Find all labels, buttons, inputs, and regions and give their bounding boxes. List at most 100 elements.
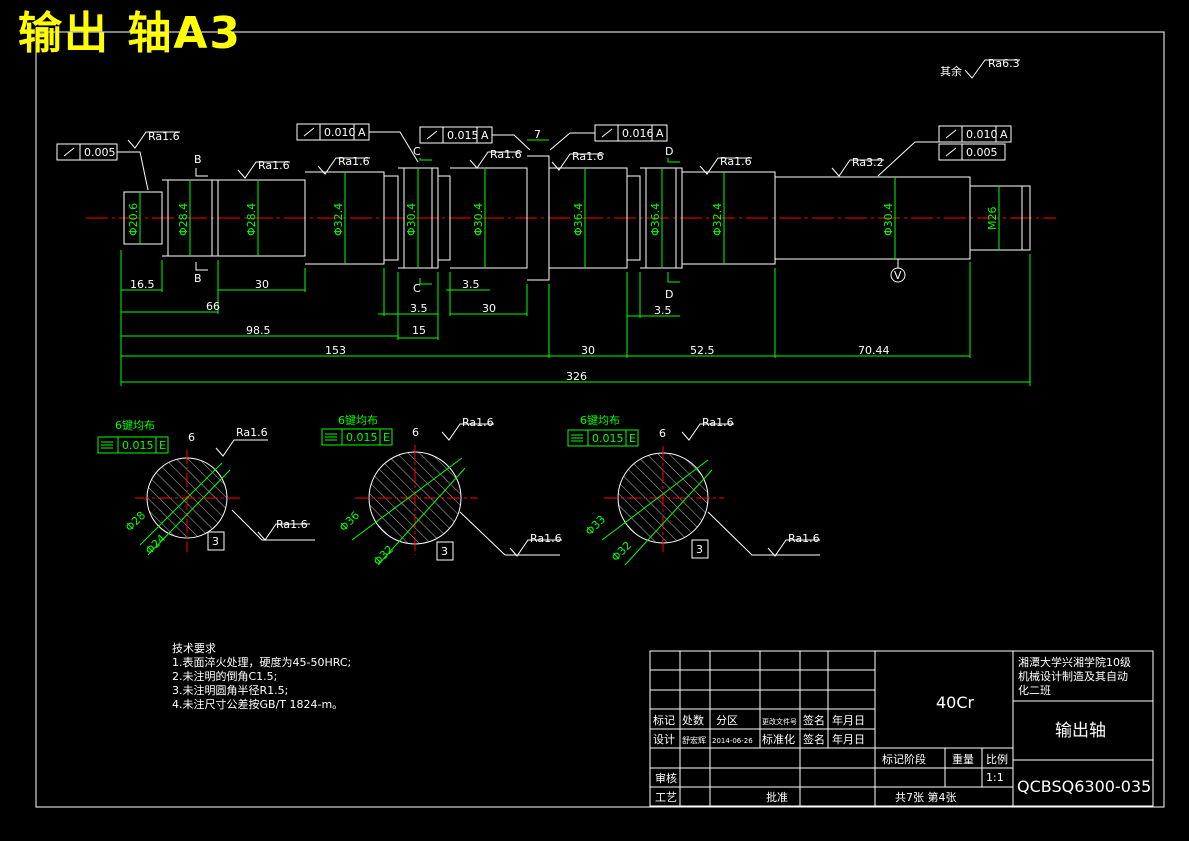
- svg-text:153: 153: [325, 344, 346, 357]
- svg-text:326: 326: [566, 370, 587, 383]
- svg-text:15: 15: [412, 324, 426, 337]
- svg-text:M26: M26: [986, 207, 999, 231]
- spline-section-1: 6键均布 0.015 E 6 Ra1.6 Φ28 Φ24 Ra1.6 3: [97, 418, 315, 557]
- svg-text:0.015: 0.015: [122, 439, 154, 452]
- svg-text:Ra1.6: Ra1.6: [530, 532, 562, 545]
- svg-text:设计: 设计: [653, 733, 675, 746]
- tolerance-frame-4: 0.016 A: [549, 124, 668, 151]
- svg-text:批准: 批准: [766, 790, 788, 804]
- svg-text:机械设计制造及其自动: 机械设计制造及其自动: [1018, 669, 1128, 683]
- svg-text:0.005: 0.005: [84, 146, 116, 159]
- svg-text:D: D: [665, 288, 673, 301]
- svg-text:0.016: 0.016: [622, 127, 654, 140]
- svg-text:1.表面淬火处理，硬度为45-50HRC;: 1.表面淬火处理，硬度为45-50HRC;: [172, 655, 351, 669]
- roughness-main-6: Ra1.6: [699, 155, 752, 175]
- svg-text:V: V: [894, 269, 902, 282]
- tolerance-frame-3: 0.015 A: [419, 126, 531, 151]
- title-block: [649, 650, 1154, 807]
- svg-text:2.未注明的倒角C1.5;: 2.未注明的倒角C1.5;: [172, 669, 277, 683]
- svg-text:QCBSQ6300-035: QCBSQ6300-035: [1017, 777, 1151, 796]
- svg-text:6键均布: 6键均布: [115, 418, 155, 432]
- shaft-outline: [123, 155, 1031, 281]
- tolerance-frame-5: 0.010 A: [938, 125, 1012, 143]
- svg-text:其余: 其余: [940, 64, 962, 78]
- svg-text:Ra3.2: Ra3.2: [852, 156, 884, 169]
- svg-text:Ra1.6: Ra1.6: [490, 148, 522, 161]
- svg-text:Φ33: Φ33: [583, 513, 608, 538]
- svg-text:D: D: [665, 145, 673, 158]
- tolerance-frame-1: 0.005: [56, 143, 149, 191]
- svg-text:0.005: 0.005: [966, 146, 998, 159]
- svg-text:Φ36.4: Φ36.4: [572, 203, 585, 236]
- svg-text:Φ30.4: Φ30.4: [882, 203, 895, 236]
- roughness-main-7: Ra3.2: [831, 156, 884, 177]
- title-block-text: 标记 处数 分区 更改文件号 签名 年月日 设计 舒宏辉 2014-06-26 …: [653, 655, 1151, 804]
- svg-text:签名: 签名: [803, 732, 825, 746]
- svg-text:Ra1.6: Ra1.6: [720, 155, 752, 168]
- svg-text:0.015: 0.015: [592, 432, 624, 445]
- svg-text:B: B: [194, 272, 202, 285]
- svg-text:3: 3: [441, 545, 448, 558]
- svg-text:Φ32: Φ32: [371, 543, 396, 568]
- svg-text:98.5: 98.5: [246, 324, 271, 337]
- dimension-values: 16.5 30 66 98.5 153 326 3.5 15 3.5 30 30…: [130, 278, 890, 383]
- svg-text:签名: 签名: [803, 713, 825, 727]
- svg-text:Φ28: Φ28: [123, 509, 148, 534]
- svg-text:Φ32.4: Φ32.4: [332, 203, 345, 236]
- svg-text:7: 7: [534, 128, 541, 141]
- datum-v: V: [890, 259, 906, 283]
- svg-text:Φ28.4: Φ28.4: [177, 203, 190, 236]
- svg-text:3: 3: [696, 543, 703, 556]
- spline-section-3: 6键均布 0.015 E 6 Ra1.6 Φ33 Φ32 Ra1.6 3: [567, 413, 820, 566]
- svg-text:E: E: [159, 439, 166, 452]
- svg-text:Ra1.6: Ra1.6: [276, 518, 308, 531]
- svg-text:工艺: 工艺: [655, 791, 677, 804]
- svg-text:Φ36.4: Φ36.4: [649, 203, 662, 236]
- svg-text:共7张 第4张: 共7张 第4张: [895, 790, 957, 804]
- svg-text:40Cr: 40Cr: [936, 693, 975, 712]
- svg-text:Ra6.3: Ra6.3: [988, 57, 1020, 70]
- svg-text:Ra1.6: Ra1.6: [236, 426, 268, 439]
- svg-text:4.未注尺寸公差按GB/T 1824-m。: 4.未注尺寸公差按GB/T 1824-m。: [172, 697, 343, 711]
- svg-text:Ra1.6: Ra1.6: [572, 150, 604, 163]
- roughness-main-3: Ra1.6: [317, 155, 370, 175]
- dimension-lines: [120, 250, 1031, 386]
- svg-text:30: 30: [255, 278, 269, 291]
- svg-text:16.5: 16.5: [130, 278, 155, 291]
- roughness-main-5: Ra1.6: [551, 150, 604, 171]
- svg-text:重量: 重量: [952, 752, 974, 766]
- svg-text:Φ36: Φ36: [337, 509, 362, 534]
- svg-text:0.015: 0.015: [346, 431, 378, 444]
- svg-text:比例: 比例: [986, 752, 1008, 766]
- svg-text:标记: 标记: [653, 713, 675, 727]
- svg-text:A: A: [358, 126, 366, 139]
- section-marks: B B C C D D: [194, 145, 680, 301]
- svg-text:30: 30: [581, 344, 595, 357]
- svg-text:Φ28.4: Φ28.4: [245, 203, 258, 236]
- drawing-frame: [35, 31, 1165, 808]
- svg-text:6键均布: 6键均布: [338, 413, 378, 427]
- svg-text:3.未注明圆角半径R1.5;: 3.未注明圆角半径R1.5;: [172, 683, 288, 697]
- svg-text:Φ20.6: Φ20.6: [127, 203, 140, 236]
- svg-text:3.5: 3.5: [410, 302, 428, 315]
- svg-text:处数: 处数: [682, 714, 704, 727]
- spline-section-2: 6键均布 0.015 E 6 Ra1.6 Φ36 Φ32 Ra1.6 3: [321, 413, 562, 568]
- svg-text:Φ30.4: Φ30.4: [405, 203, 418, 236]
- svg-text:年月日: 年月日: [832, 732, 865, 746]
- svg-text:2014-06-26: 2014-06-26: [712, 737, 753, 745]
- svg-text:3.5: 3.5: [654, 304, 672, 317]
- svg-text:Φ32.4: Φ32.4: [711, 203, 724, 236]
- svg-text:湘潭大学兴湘学院10级: 湘潭大学兴湘学院10级: [1018, 655, 1131, 669]
- roughness-main-2: Ra1.6: [237, 159, 290, 179]
- svg-text:Φ24: Φ24: [143, 532, 168, 557]
- svg-text:6: 6: [659, 427, 666, 440]
- svg-text:A: A: [656, 127, 664, 140]
- svg-text:3.5: 3.5: [462, 278, 480, 291]
- svg-text:A: A: [1000, 128, 1008, 141]
- svg-text:0.010: 0.010: [324, 126, 356, 139]
- svg-text:B: B: [194, 153, 202, 166]
- general-roughness: 其余 Ra6.3: [940, 57, 1020, 79]
- svg-text:0.010: 0.010: [966, 128, 998, 141]
- svg-text:Ra1.6: Ra1.6: [462, 416, 494, 429]
